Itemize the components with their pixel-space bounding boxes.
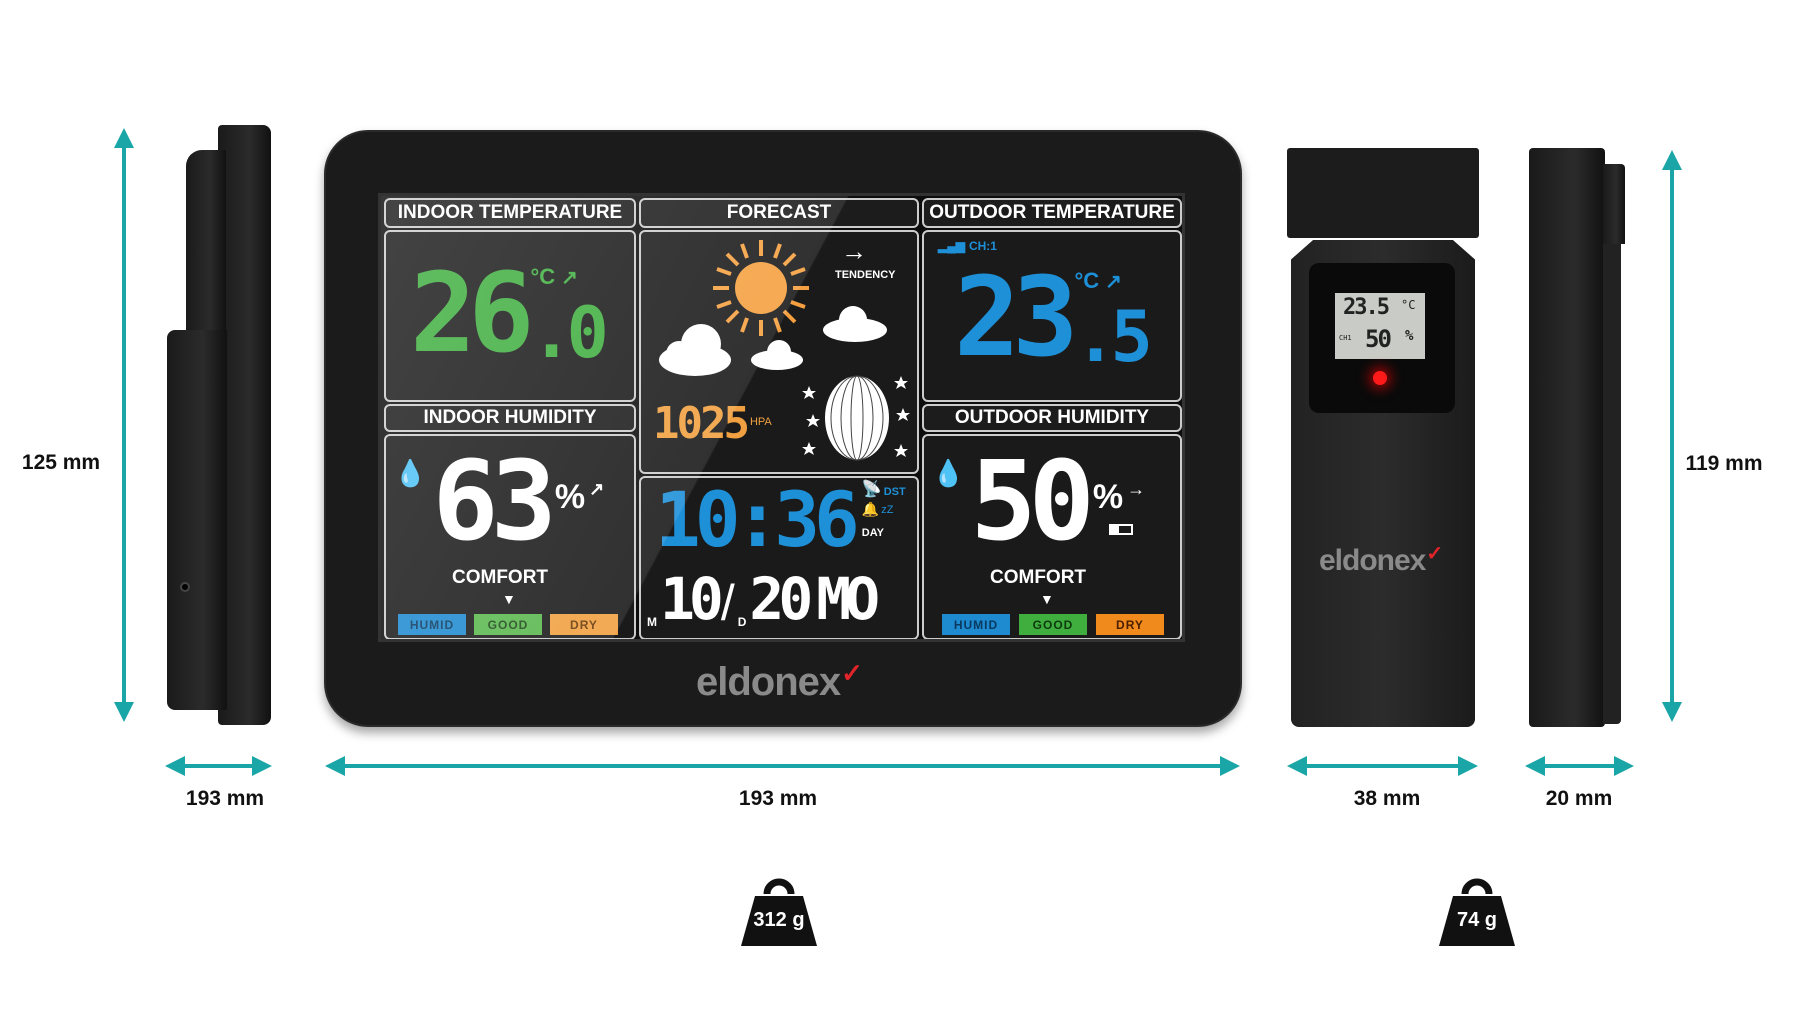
day-short-label: D	[737, 615, 747, 629]
sensor-window: 23.5 °C CH1 50 %	[1309, 263, 1455, 413]
cloud-icons	[659, 306, 887, 376]
comfort-humid: HUMID	[942, 614, 1010, 635]
indoor-temperature-value: 26	[410, 249, 534, 377]
alarm-bell-icon: 🔔	[861, 501, 880, 517]
indoor-temperature-panel: 26 °C ↗ .0	[384, 230, 636, 402]
brand-logo: eldonex✓	[696, 658, 863, 704]
indoor-temperature-unit: °C	[530, 264, 556, 289]
base-width-label: 193 mm	[738, 787, 818, 810]
power-jack-icon	[180, 582, 190, 592]
base-height-label: 125 mm	[21, 451, 101, 474]
battery-icon	[1108, 524, 1133, 535]
indoor-humidity-header: INDOOR HUMIDITY	[384, 404, 636, 432]
outdoor-humidity-value: 50	[970, 437, 1094, 565]
trend-up-icon: ↗	[561, 267, 578, 289]
sensor-height-label: 119 mm	[1685, 452, 1763, 475]
droplet-icon: 💧	[394, 458, 427, 488]
sensor-temperature: 23.5	[1343, 295, 1390, 320]
base-station: INDOOR TEMPERATURE 26 °C ↗ .0 INDOOR HUM…	[324, 130, 1242, 727]
outdoor-temperature-decimal: .5	[1074, 296, 1152, 378]
dst-label: DST	[883, 486, 906, 498]
trend-up-icon: ↗	[1105, 271, 1122, 293]
date-month: 10	[660, 565, 724, 633]
sensor-channel: CH1	[1339, 334, 1352, 342]
comfort-dry: DRY	[1096, 614, 1164, 635]
date-separator: /	[720, 575, 735, 631]
forecast-header: FORECAST	[639, 198, 919, 228]
sensor-weight-label: 74 g	[1456, 909, 1498, 931]
sensor-weight-badge: 74 g	[1437, 870, 1517, 946]
snooze-label: zZ	[881, 504, 894, 516]
tendency-arrow-icon: →	[841, 236, 867, 266]
clock-panel: 10:36 📡 DST 🔔 zZ DAY M 10 / D	[639, 475, 919, 639]
sensor-width-label: 38 mm	[1353, 787, 1421, 810]
comfort-label: COMFORT	[990, 567, 1087, 588]
sensor-hum-unit: %	[1405, 328, 1414, 344]
outdoor-sensor-side	[1529, 148, 1632, 727]
comfort-indicator-icon: ▼	[502, 591, 516, 607]
outdoor-humidity-panel: 💧 50 % → COMFORT ▼ HUMID GOOD DRY	[922, 434, 1182, 639]
outdoor-temperature-panel: ▂▄▆ CH:1 23 °C ↗ .5	[922, 230, 1182, 402]
comfort-indicator-icon: ▼	[1040, 591, 1054, 607]
comfort-humid: HUMID	[398, 614, 466, 635]
outdoor-temperature-value: 23	[954, 253, 1078, 381]
indoor-humidity-unit: %	[554, 478, 586, 516]
base-weight-badge: 312 g	[739, 870, 819, 946]
outdoor-temperature-unit: °C	[1074, 268, 1100, 293]
channel-label: CH:1	[968, 239, 997, 253]
comfort-dry: DRY	[550, 614, 618, 635]
comfort-label: COMFORT	[452, 567, 549, 588]
date-day: 20	[749, 565, 813, 633]
indoor-temperature-header: INDOOR TEMPERATURE	[384, 198, 636, 228]
trend-up-icon: ↗	[589, 479, 605, 499]
weight-icon	[741, 878, 817, 946]
sensor-brand-logo: eldonex✓	[1319, 543, 1443, 577]
sensor-humidity: 50	[1365, 325, 1392, 353]
weekday: MO	[816, 565, 880, 633]
outdoor-sensor-front: 23.5 °C CH1 50 % eldonex✓	[1287, 148, 1479, 727]
month-label: M	[647, 615, 657, 629]
trend-steady-icon: →	[1127, 479, 1146, 499]
outdoor-humidity-header: OUTDOOR HUMIDITY	[922, 404, 1182, 432]
sensor-lcd: 23.5 °C CH1 50 %	[1335, 293, 1425, 359]
comfort-good: GOOD	[1019, 614, 1087, 635]
indoor-temperature-decimal: .0	[530, 292, 608, 374]
indoor-humidity-value: 63	[432, 437, 556, 565]
moon-phase-icon	[802, 375, 910, 461]
status-led	[1373, 371, 1387, 385]
lcd-screen: INDOOR TEMPERATURE 26 °C ↗ .0 INDOOR HUM…	[378, 193, 1185, 642]
droplet-icon: 💧	[932, 458, 965, 488]
outdoor-temperature-header: OUTDOOR TEMPERATURE	[922, 198, 1182, 228]
signal-bars-icon: ▂▄▆	[938, 239, 965, 253]
comfort-good: GOOD	[474, 614, 542, 635]
sun-icon	[713, 240, 809, 336]
pressure-value: 1025	[653, 398, 750, 449]
sensor-depth-label: 20 mm	[1545, 787, 1613, 810]
sensor-temp-unit: °C	[1401, 298, 1416, 312]
weight-icon	[1439, 878, 1515, 946]
base-weight-label: 312 g	[753, 909, 805, 931]
indoor-humidity-panel: 💧 63 % ↗ COMFORT ▼ HUMID GOOD DRY	[384, 434, 636, 639]
base-depth-label: 193 mm	[185, 787, 265, 810]
outdoor-humidity-unit: %	[1092, 478, 1124, 516]
radio-signal-icon: 📡	[861, 481, 882, 498]
tendency-label: TENDENCY	[835, 269, 896, 281]
day-label: DAY	[861, 527, 884, 539]
clock-time: 10:36	[655, 475, 860, 564]
forecast-panel: → TENDENCY 1025 HPA	[639, 230, 919, 474]
pressure-unit: HPA	[749, 416, 772, 428]
